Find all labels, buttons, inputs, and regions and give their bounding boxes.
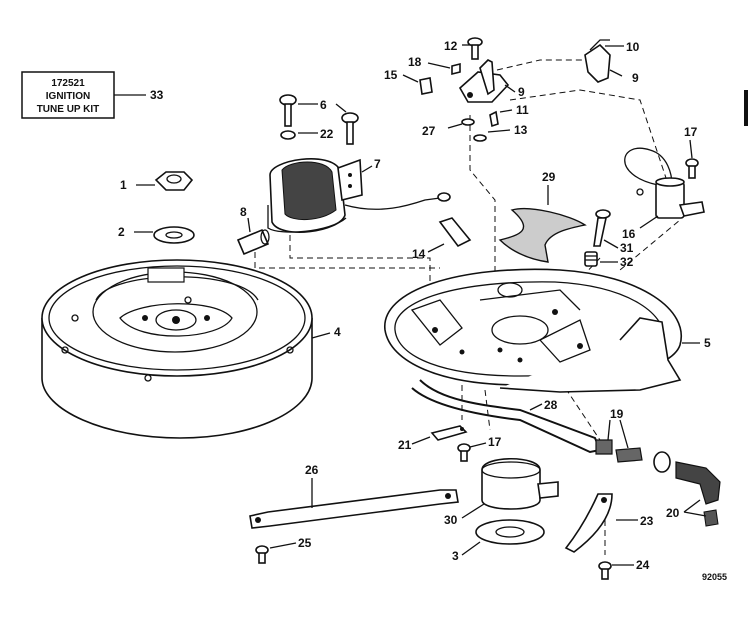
- callout-1: 1: [120, 178, 127, 192]
- callout-22: 22: [320, 127, 334, 141]
- washer-3: [461, 519, 545, 556]
- tune-up-kit-box: 172521 IGNITION TUNE UP KIT: [21, 71, 146, 119]
- point-screw: [462, 37, 483, 60]
- ignition-coil: [267, 158, 451, 234]
- screw-31: [593, 209, 619, 249]
- flywheel-nut: [136, 171, 194, 191]
- kit-name-line1: IGNITION: [46, 91, 90, 102]
- callout-24: 24: [636, 558, 650, 572]
- callout-19: 19: [610, 407, 624, 421]
- callout-23: 23: [640, 514, 654, 528]
- callout-2: 2: [118, 225, 125, 239]
- flywheel: [41, 259, 331, 439]
- cam-wick: [498, 185, 587, 263]
- shim: [427, 217, 472, 253]
- callout-18: 18: [408, 55, 422, 69]
- condenser: [624, 147, 705, 229]
- page-edge-mark: [744, 90, 748, 126]
- condenser-screw: [685, 139, 699, 179]
- spring-32: [584, 251, 618, 267]
- callout-21: 21: [398, 438, 412, 452]
- callout-9-left: 9: [518, 85, 525, 99]
- callout-12: 12: [444, 39, 458, 53]
- spark-plug-grommet: [236, 217, 270, 256]
- callout-6: 6: [320, 98, 327, 112]
- callout-4: 4: [334, 325, 341, 339]
- callout-13: 13: [514, 123, 528, 137]
- callout-28: 28: [544, 398, 558, 412]
- callout-17-lower: 17: [488, 435, 502, 449]
- breaker-point-set: [458, 59, 516, 103]
- kit-part-number: 172521: [51, 78, 85, 89]
- ground-strap: [249, 478, 459, 529]
- lock-washer: [280, 130, 318, 140]
- washer-13: [473, 129, 511, 142]
- callout-27: 27: [422, 124, 436, 138]
- callout-26: 26: [305, 463, 319, 477]
- armature-plate: [384, 268, 700, 393]
- callout-25: 25: [298, 536, 312, 550]
- callout-numbers: 33 1 2 3 4 5 6 7 8 9 9 10 11 12 13 14 15…: [118, 39, 727, 582]
- link-21: [411, 425, 468, 445]
- callout-7: 7: [374, 157, 381, 171]
- coil-screws: [279, 94, 359, 145]
- callout-30: 30: [444, 513, 458, 527]
- callout-14: 14: [412, 247, 426, 261]
- flywheel-washer: [134, 226, 195, 244]
- callout-33: 33: [150, 88, 164, 102]
- breaker-cam-follower: [584, 39, 624, 83]
- clip: [427, 62, 461, 76]
- screw-17-lower: [457, 442, 487, 462]
- callout-16: 16: [622, 227, 636, 241]
- clamp: [461, 457, 559, 519]
- callout-31: 31: [620, 241, 634, 255]
- linkage-parts: [595, 419, 721, 527]
- washer-27: [447, 118, 475, 129]
- callout-17-upper: 17: [684, 125, 698, 139]
- small-screw: [402, 74, 433, 95]
- callout-11: 11: [516, 103, 529, 117]
- bracket-23: [564, 493, 638, 553]
- callout-3: 3: [452, 549, 459, 563]
- callout-9-right: 9: [632, 71, 639, 85]
- callout-29: 29: [542, 170, 556, 184]
- screw-24: [598, 561, 634, 580]
- callout-15: 15: [384, 68, 398, 82]
- callout-5: 5: [704, 336, 711, 350]
- callout-10: 10: [626, 40, 640, 54]
- callout-32: 32: [620, 255, 634, 269]
- screw-25: [255, 542, 297, 564]
- callout-8: 8: [240, 205, 247, 219]
- callout-20: 20: [666, 506, 680, 520]
- kit-name-line2: TUNE UP KIT: [37, 104, 100, 115]
- pivot-pin: [489, 109, 513, 128]
- figure-number: 92055: [702, 572, 727, 582]
